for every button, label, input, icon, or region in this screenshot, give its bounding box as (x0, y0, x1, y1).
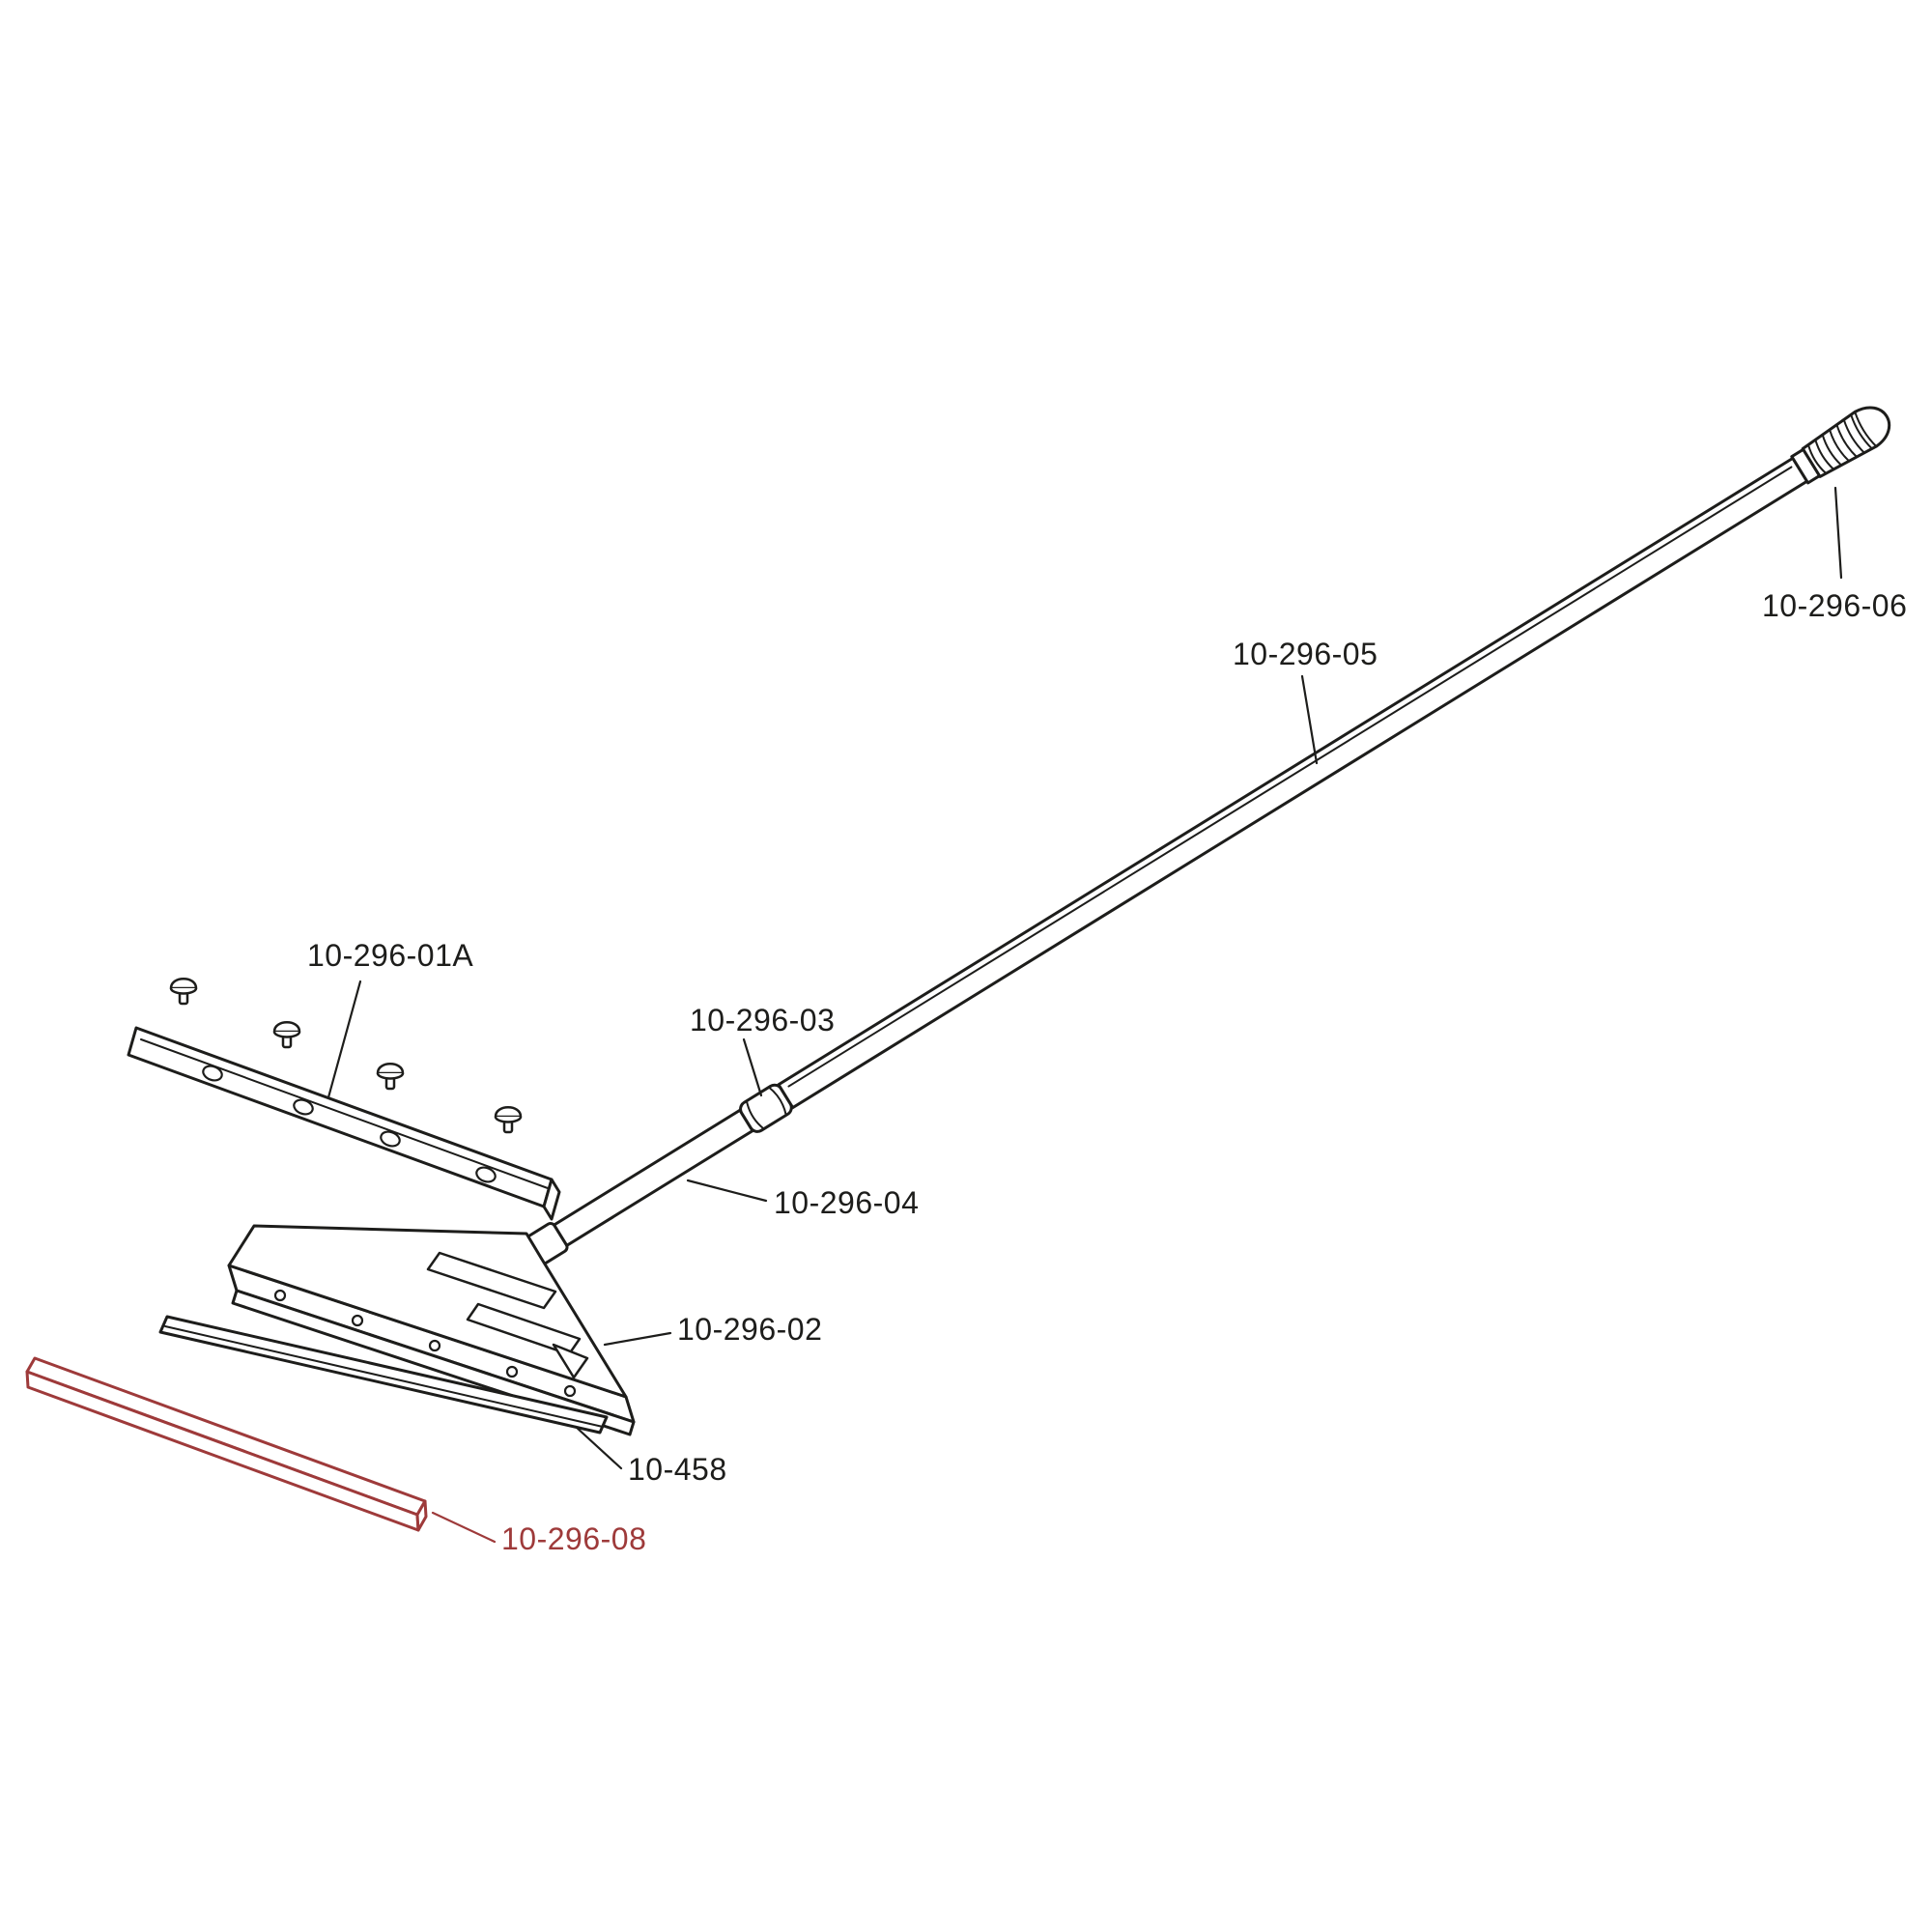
rivet-hole (428, 1339, 441, 1352)
rivet-hole (563, 1384, 577, 1398)
leader-lower-tube (686, 1179, 768, 1203)
head-gusset (227, 1224, 628, 1399)
clamp-screw (272, 1021, 301, 1049)
rivet-hole (273, 1289, 287, 1302)
leader-grip (1833, 486, 1843, 580)
head-base-lip (231, 1289, 636, 1436)
part-labels: 10-296-01A 10-296-03 10-296-05 10-296-06… (307, 588, 1907, 1556)
leader-upper-tube (1300, 674, 1319, 765)
head-triangle-cutout (552, 1343, 589, 1379)
strip-front-face (25, 1370, 420, 1532)
blade-drawing (158, 1315, 609, 1435)
clamp-screw (494, 1106, 523, 1134)
plate-hole (293, 1098, 314, 1116)
leader-lines (327, 486, 1843, 1544)
clamp-plate-end (542, 1178, 561, 1221)
upper-tube (777, 456, 1809, 1110)
handle-assembly-drawing (518, 406, 1891, 1270)
leader-collar (742, 1037, 763, 1097)
part-label-head[interactable]: 10-296-02 (677, 1312, 822, 1347)
plate-hole (380, 1130, 401, 1148)
plate-hole (202, 1065, 223, 1082)
leader-strip (431, 1511, 497, 1544)
part-label-strip-highlighted[interactable]: 10-296-08 (501, 1521, 646, 1556)
highlighted-strip-drawing (25, 1356, 428, 1532)
grip-rib (1842, 418, 1866, 454)
clamp-screw (169, 978, 198, 1006)
part-label-clamp-plate[interactable]: 10-296-01A (307, 938, 473, 973)
blade-bevel-line (164, 1325, 604, 1428)
plate-hole (475, 1166, 497, 1183)
grip-rib (1850, 413, 1873, 450)
grip-rib (1835, 423, 1859, 459)
tube-highlight-line (787, 466, 1793, 1088)
collar-ridge-left (745, 1099, 765, 1130)
clamp-plate-drawing (127, 978, 561, 1221)
strip-top-face (25, 1356, 427, 1517)
grip-rib (1821, 434, 1843, 467)
blade (158, 1315, 609, 1435)
collar-ridge-right (767, 1086, 787, 1117)
rivet-hole (505, 1365, 519, 1378)
part-label-blade[interactable]: 10-458 (628, 1452, 727, 1487)
leader-head (603, 1331, 672, 1347)
clamp-screw (376, 1063, 405, 1091)
grip-rib (1806, 443, 1828, 475)
part-label-grip[interactable]: 10-296-06 (1762, 588, 1907, 623)
head-slot-cutout (426, 1251, 557, 1310)
part-label-upper-tube[interactable]: 10-296-05 (1233, 637, 1378, 671)
part-label-collar[interactable]: 10-296-03 (690, 1003, 835, 1037)
grip-rib (1829, 428, 1851, 463)
head-slot-cutout (466, 1302, 582, 1356)
clamp-plate-fold-line (140, 1038, 549, 1189)
scraper-head-drawing (227, 1224, 636, 1436)
strip-end-cap (415, 1499, 428, 1532)
grip-rib (1814, 439, 1835, 470)
rivet-hole (351, 1314, 364, 1327)
lower-tube (553, 1108, 754, 1247)
grip-cap-line (1854, 411, 1878, 448)
part-label-lower-tube[interactable]: 10-296-04 (774, 1185, 919, 1220)
leader-clamp-plate (327, 980, 362, 1099)
leader-blade (574, 1425, 623, 1470)
